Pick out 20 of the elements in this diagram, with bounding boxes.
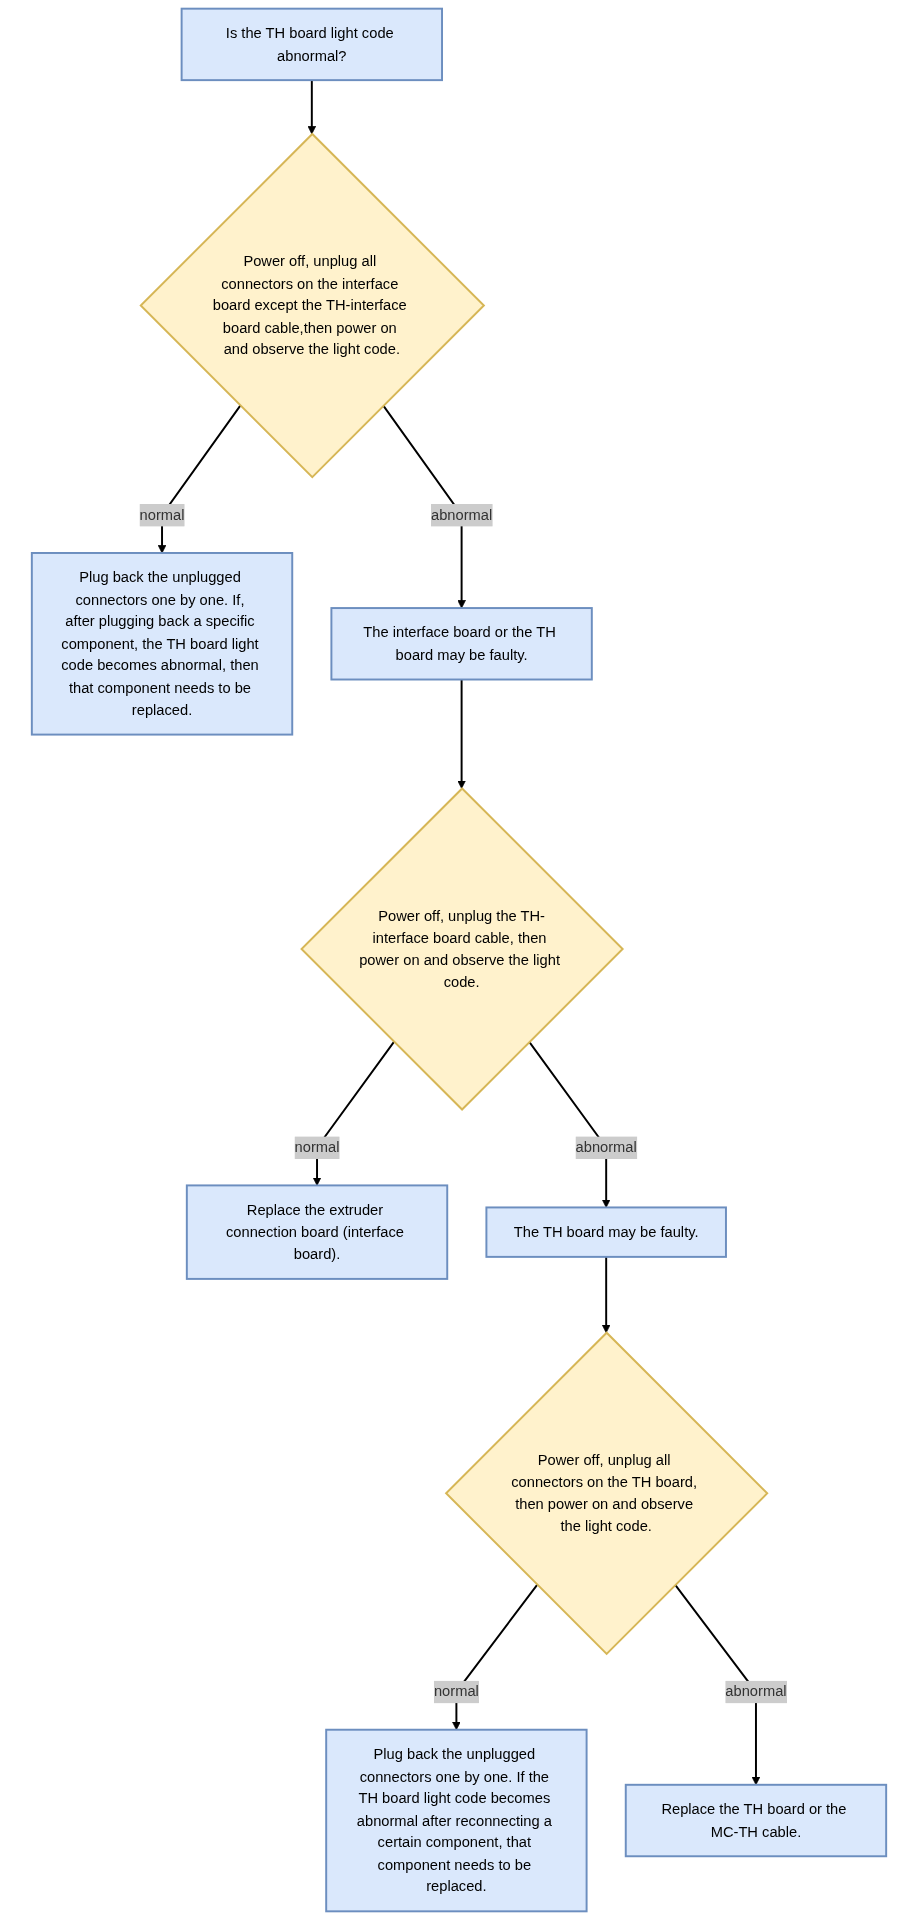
- node-box: [484, 1206, 727, 1258]
- edge-label: normal: [294, 1138, 339, 1156]
- arrow: [456, 678, 466, 789]
- node-diamond: [299, 787, 624, 1111]
- edge-label: abnormal: [430, 506, 492, 523]
- edge-label: abnormal: [575, 1138, 637, 1156]
- node-box: [624, 1783, 887, 1858]
- arrow: [381, 404, 466, 609]
- edge-label: normal: [433, 1682, 479, 1700]
- node-box: [329, 607, 593, 681]
- node-box: [185, 1184, 448, 1280]
- arrow: [601, 1255, 610, 1334]
- edge-label: normal: [139, 506, 184, 523]
- node-diamond: [444, 1331, 769, 1656]
- node-box: [30, 552, 293, 736]
- node-box: [324, 1728, 588, 1913]
- node-diamond: [138, 132, 485, 479]
- arrow: [307, 79, 316, 135]
- edge-label: abnormal: [724, 1682, 787, 1700]
- node-box: [180, 7, 443, 82]
